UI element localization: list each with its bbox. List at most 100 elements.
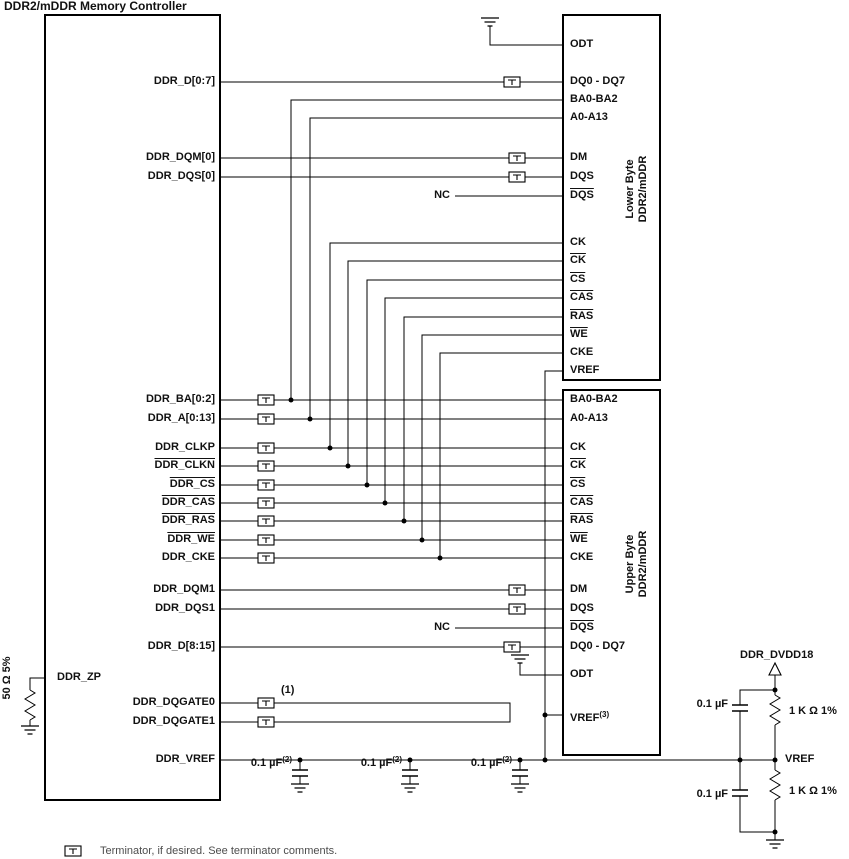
pin-label: DDR_DQM[0] xyxy=(145,151,215,163)
pin-label: DQS xyxy=(570,170,594,182)
pin-label: CK xyxy=(570,459,586,471)
pin-label: DDR_CS xyxy=(169,478,215,490)
divider-cap-bottom-label: 0.1 µF xyxy=(696,788,728,800)
pin-label: DDR_CLKN xyxy=(154,459,216,471)
capacitor-icons xyxy=(292,704,748,797)
terminator-icon xyxy=(508,584,526,596)
terminator-icon xyxy=(257,497,275,509)
pin-label: A0-A13 xyxy=(570,111,608,123)
diagram-title: DDR2/mDDR Memory Controller xyxy=(4,0,187,13)
junction-dot xyxy=(407,757,413,763)
nc-label: NC xyxy=(434,621,450,633)
terminator-icon xyxy=(508,603,526,615)
pin-label: DDR_D[8:15] xyxy=(147,640,215,652)
divider-resistor-bottom-label: 1 K Ω 1% xyxy=(789,785,837,797)
upper-byte-name-line1: Upper Byte xyxy=(624,534,636,594)
pin-label: CAS xyxy=(570,291,594,303)
pin-label: DDR_DQS[0] xyxy=(147,170,215,182)
upper-byte-name-line2: DDR2/mDDR xyxy=(637,530,649,598)
upper-byte-box xyxy=(562,389,661,756)
pin-label: CS xyxy=(570,478,586,490)
pin-label: DQ0 - DQ7 xyxy=(570,640,626,652)
pin-label: DQS xyxy=(570,602,594,614)
pin-label: CK xyxy=(570,236,586,248)
pin-label: CK xyxy=(570,254,586,266)
junction-dot xyxy=(437,555,443,561)
pin-label: WE xyxy=(570,533,588,545)
ground-icon xyxy=(510,654,530,664)
terminator-icon xyxy=(508,152,526,164)
pin-label: DDR_DQS1 xyxy=(155,602,215,614)
terminator-icon xyxy=(257,552,275,564)
pin-label: DDR_CAS xyxy=(161,496,215,508)
junction-dot xyxy=(772,829,778,835)
lower-byte-name-line1: Lower Byte xyxy=(624,159,636,219)
junction-dot xyxy=(772,687,778,693)
pin-label: VREF(3) xyxy=(570,710,610,724)
zp-resistor-icon xyxy=(24,689,36,721)
ground-icon xyxy=(765,839,785,849)
ground-icon xyxy=(510,783,530,793)
pin-label: CAS xyxy=(570,496,594,508)
pin-label: DM xyxy=(570,151,588,163)
ground-icon xyxy=(20,725,40,735)
junction-dot xyxy=(772,757,778,763)
supply-label: DDR_DVDD18 xyxy=(740,649,814,661)
rail-cap-label: 0.1 µF(2) xyxy=(360,755,402,769)
pin-label: DQ0 - DQ7 xyxy=(570,75,626,87)
pin-label: CKE xyxy=(570,346,594,358)
pin-label: DDR_DQGATE0 xyxy=(132,696,215,708)
terminator-icon xyxy=(503,76,521,88)
ground-icon xyxy=(400,783,420,793)
pin-label: RAS xyxy=(570,310,594,322)
junction-dot xyxy=(297,757,303,763)
pin-label: DDR_A[0:13] xyxy=(147,412,215,424)
pin-label: DDR_ZP xyxy=(57,671,102,683)
pin-label: DDR_RAS xyxy=(161,514,215,526)
rail-cap-label: 0.1 µF(2) xyxy=(470,755,512,769)
pin-label: DQS xyxy=(570,621,594,633)
upper-byte-name: Upper Byte DDR2/mDDR xyxy=(624,504,652,624)
junction-dot xyxy=(542,757,548,763)
pin-label: CS xyxy=(570,273,586,285)
rail-cap-label: 0.1 µF(2) xyxy=(250,755,292,769)
pin-label: CK xyxy=(570,441,586,453)
junction-dot xyxy=(419,537,425,543)
junction-dot xyxy=(307,416,313,422)
pin-label: DQS xyxy=(570,189,594,201)
junction-dots xyxy=(288,397,778,835)
pin-label: VREF xyxy=(570,364,600,376)
junction-dot xyxy=(345,463,351,469)
divider-resistor-top-icon xyxy=(769,694,781,726)
pin-label: WE xyxy=(570,328,588,340)
divider-cap-top-label: 0.1 µF xyxy=(696,698,728,710)
pin-label: CKE xyxy=(570,551,594,563)
pin-label: DDR_CKE xyxy=(161,551,215,563)
pin-label: ODT xyxy=(570,668,594,680)
pin-label: DDR_DQM1 xyxy=(153,583,215,595)
pin-label: DM xyxy=(570,583,588,595)
terminator-icon xyxy=(257,394,275,406)
junction-dot xyxy=(401,518,407,524)
nc-label: NC xyxy=(434,189,450,201)
terminator-icon xyxy=(257,515,275,527)
pin-label: BA0-BA2 xyxy=(570,93,618,105)
zp-resistor-label: 50 Ω 5% xyxy=(1,656,13,700)
pin-label: DDR_CLKP xyxy=(155,441,215,453)
pin-label: DDR_BA[0:2] xyxy=(145,393,215,405)
ground-icon xyxy=(290,783,310,793)
terminator-icon xyxy=(503,641,521,653)
terminator-icon xyxy=(64,845,82,857)
junction-dot xyxy=(327,445,333,451)
pin-label: A0-A13 xyxy=(570,412,608,424)
terminator-icon xyxy=(257,460,275,472)
junction-dot xyxy=(737,757,743,763)
junction-dot xyxy=(542,712,548,718)
pin-label: DDR_D[0:7] xyxy=(153,75,215,87)
terminator-icon xyxy=(257,697,275,709)
divider-resistor-top-label: 1 K Ω 1% xyxy=(789,705,837,717)
junction-dot xyxy=(382,500,388,506)
junction-dot xyxy=(288,397,294,403)
